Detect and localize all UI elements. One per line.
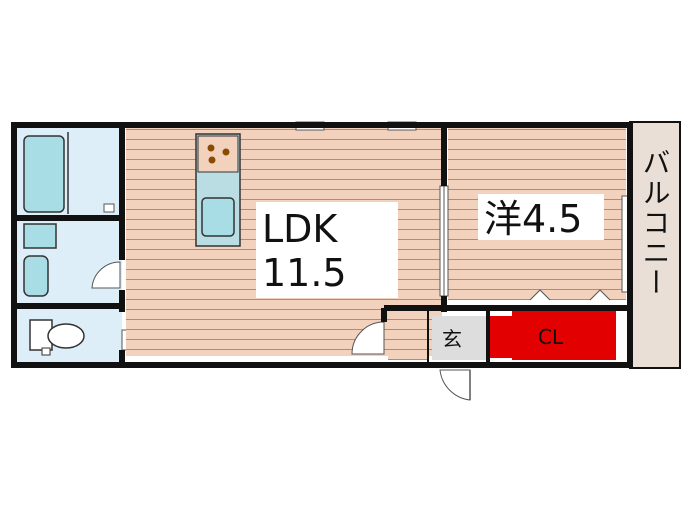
balcony-label-text: バルコニー xyxy=(639,148,672,298)
western-room-label: 洋4.5 xyxy=(484,197,582,241)
closet-label: CL xyxy=(538,325,564,349)
washbasin xyxy=(23,223,57,249)
kitchen-sink xyxy=(201,197,235,237)
balcony-label: バルコニー xyxy=(639,148,672,298)
outer-wall xyxy=(11,122,633,368)
entrance-label: 玄 xyxy=(442,327,462,351)
washing-machine xyxy=(23,255,49,297)
ldk-label: LDK xyxy=(262,207,338,251)
entrance xyxy=(432,316,488,360)
ldk-size-label: 11.5 xyxy=(262,251,347,295)
closet xyxy=(512,308,616,360)
bathtub xyxy=(23,135,65,213)
hallway-floor xyxy=(388,312,428,360)
stove xyxy=(197,135,239,173)
